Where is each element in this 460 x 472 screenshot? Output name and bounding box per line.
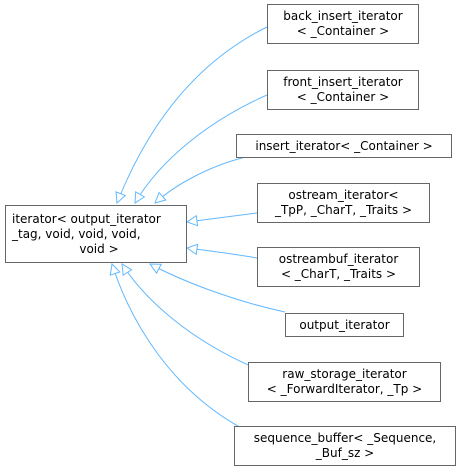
node-insert-iterator[interactable]: insert_iterator< _Container > [236,134,452,158]
edge-back-insert-iterator [117,26,268,203]
edge-output-iterator [150,264,286,313]
node-label-line-2: _Buf_sz > [315,446,375,460]
node-sequence-buffer[interactable]: sequence_buffer< _Sequence, _Buf_sz > [234,426,456,466]
node-label-line-2: < _Container > [296,24,390,38]
node-label-line-1: raw_storage_iterator [282,367,407,381]
node-label-line-2: < _Container > [296,90,390,104]
node-label-line-1: ostreambuf_iterator [278,252,399,266]
node-label-line-1: back_insert_iterator [283,9,403,23]
node-front-insert-iterator[interactable]: front_insert_iterator < _Container > [267,70,419,110]
node-label-line-2: _TpP, _CharT, _Traits > [274,203,413,217]
node-label-line-1: front_insert_iterator [283,75,403,89]
edge-ostream-iterator [187,212,258,222]
node-label-line-2: < _ForwardIterator, _Tp > [266,382,423,396]
node-label-line-1: output_iterator [299,317,390,332]
node-ostreambuf-iterator[interactable]: ostreambuf_iterator < _CharT, _Traits > [257,247,420,287]
node-back-insert-iterator[interactable]: back_insert_iterator < _Container > [267,4,419,44]
base-line-3: void > [79,241,119,256]
node-ostream-iterator[interactable]: ostream_iterator< _TpP, _CharT, _Traits … [257,183,430,223]
node-raw-storage-iterator[interactable]: raw_storage_iterator < _ForwardIterator,… [248,362,441,402]
node-label-line-1: ostream_iterator< [288,188,399,202]
edge-sequence-buffer [112,264,246,431]
edge-insert-iterator [155,155,251,203]
edge-ostreambuf-iterator [187,248,258,259]
edge-front-insert-iterator [135,94,268,203]
edge-raw-storage-iterator [122,264,256,369]
node-label-line-2: < _CharT, _Traits > [280,267,397,281]
node-base-iterator[interactable]: iterator< output_iterator _tag, void, vo… [5,205,187,263]
node-output-iterator[interactable]: output_iterator [285,313,404,337]
base-line-1: iterator< output_iterator [12,211,161,226]
node-label-line-1: insert_iterator< _Container > [255,138,433,153]
base-line-2: _tag, void, void, void, [12,226,141,241]
node-label-line-1: sequence_buffer< _Sequence, [253,431,437,445]
